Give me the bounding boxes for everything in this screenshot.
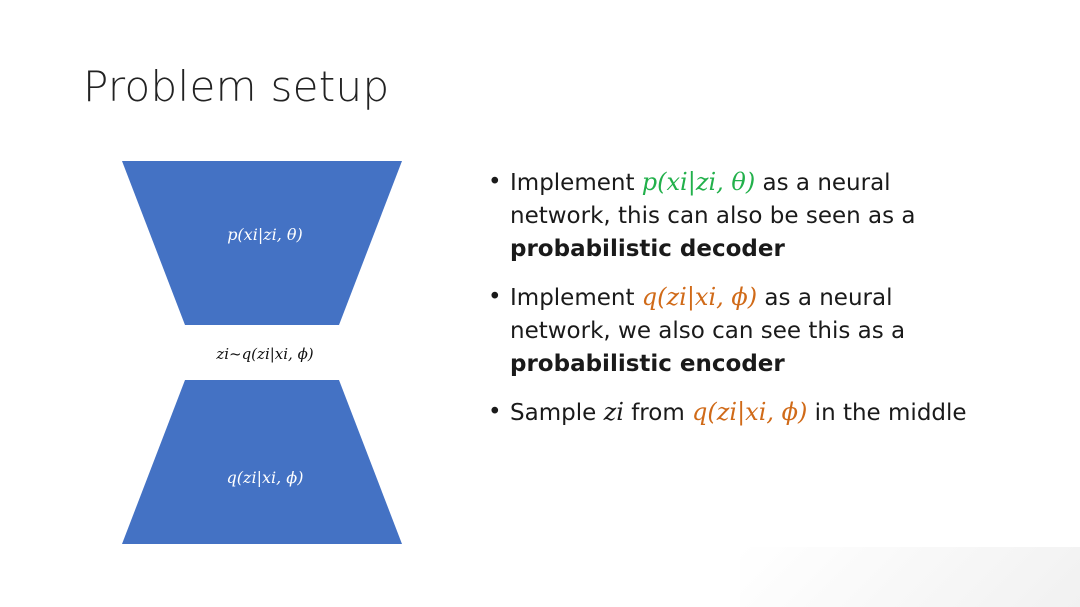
encoder-decoder-diagram: p(xi|zi, θ) zi~q(zi|xi, ϕ) q(zi|xi, ϕ) [110, 150, 420, 560]
bullet-text: from [623, 400, 693, 426]
bullet-sample: Sample zi from q(zi|xi, ϕ) in the middle [488, 396, 988, 430]
corner-shade [740, 547, 1080, 607]
bullet-emphasis: probabilistic decoder [510, 236, 785, 262]
bullet-encoder: Implement q(zi|xi, ϕ) as a neural networ… [488, 281, 988, 381]
bullet-text: as a neural network, this can also be se… [510, 170, 916, 229]
decoder-trapezoid [122, 161, 402, 325]
bullet-emphasis: probabilistic encoder [510, 351, 785, 377]
slide-title: Problem setup [83, 62, 390, 111]
bullet-list: Implement p(xi|zi, θ) as a neural networ… [488, 166, 988, 445]
encoder-trapezoid [122, 380, 402, 544]
bullet-text: as a neural network, we also can see thi… [510, 285, 906, 344]
encoder-formula: q(zi|xi, ϕ) [641, 283, 758, 311]
bullet-decoder: Implement p(xi|zi, θ) as a neural networ… [488, 166, 988, 266]
diagram-shapes [122, 161, 402, 544]
bullet-text: in the middle [807, 400, 967, 426]
encoder-label: q(zi|xi, ϕ) [226, 468, 304, 487]
decoder-label: p(xi|zi, θ) [227, 225, 303, 244]
bullet-text: Sample [510, 400, 604, 426]
encoder-formula: q(zi|xi, ϕ) [692, 398, 808, 426]
bullet-text: Implement [510, 285, 642, 311]
decoder-formula: p(xi|zi, θ) [641, 168, 756, 196]
latent-variable: zi [603, 398, 624, 426]
bullet-text: Implement [510, 170, 642, 196]
latent-sample-label: zi~q(zi|xi, ϕ) [216, 345, 314, 363]
